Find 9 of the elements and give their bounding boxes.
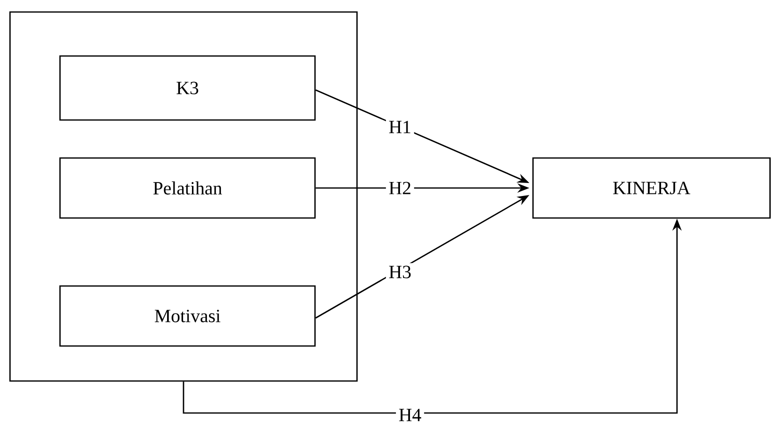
box: Pelatihan xyxy=(59,157,316,219)
edge-label: H1 xyxy=(386,118,414,136)
box: K3 xyxy=(59,55,316,121)
box: Motivasi xyxy=(59,285,316,347)
group-box xyxy=(9,11,358,382)
box: KINERJA xyxy=(532,157,771,219)
edge-label: H3 xyxy=(386,263,414,281)
edge-label: H4 xyxy=(396,406,424,424)
edge-label: H2 xyxy=(386,179,414,197)
